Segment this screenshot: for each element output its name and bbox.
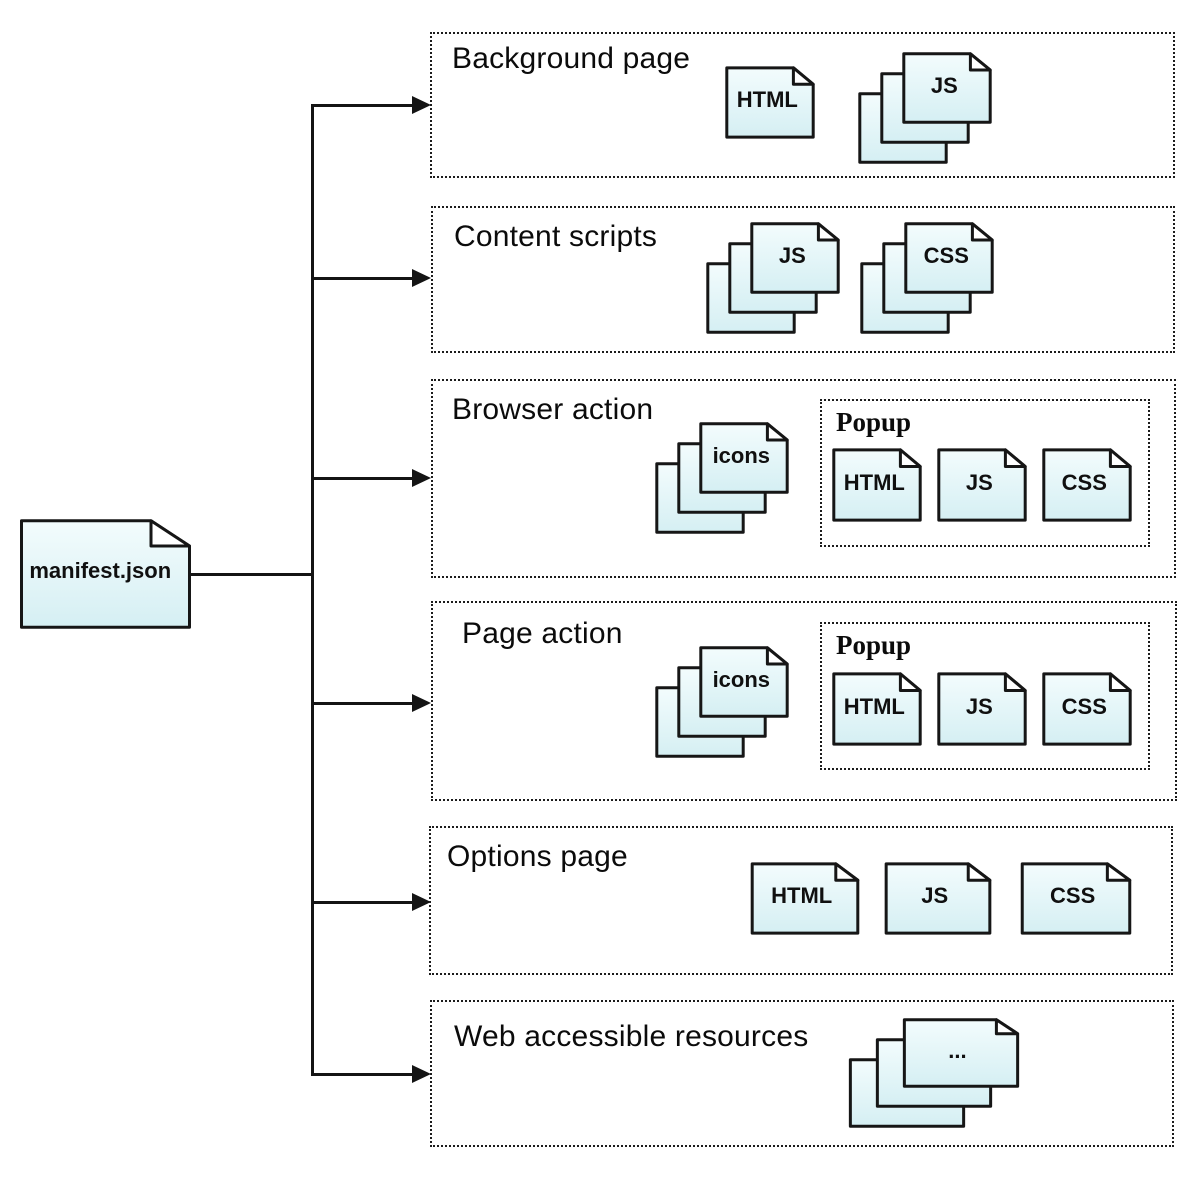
file-stack-misc: ... (848, 1018, 1020, 1128)
file-icon-html: HTML (725, 66, 815, 139)
file-stack-icons: icons (655, 422, 789, 534)
file-icon-js: JS (884, 862, 992, 935)
stack-front-sheet: ... (902, 1018, 1020, 1088)
section-web-accessible-resources: Web accessible resources (430, 1000, 1174, 1147)
connector-branch-browser-action (311, 477, 413, 480)
file-stack-icons: icons (655, 646, 789, 758)
connector-branch-page-action (311, 702, 413, 705)
file-label: icons (712, 442, 771, 468)
popup-box-browser-action: Popup (820, 399, 1150, 547)
connector-branch-options (311, 901, 413, 904)
file-icon-css: CSS (1042, 672, 1132, 746)
arrowhead-icon (412, 1065, 431, 1083)
file-label: ... (948, 1037, 967, 1063)
connector-branch-content (311, 277, 413, 280)
file-label: icons (712, 666, 771, 692)
file-icon-html: HTML (832, 448, 922, 522)
arrowhead-icon (412, 96, 431, 114)
file-label: HTML (843, 693, 905, 719)
section-title: Content scripts (454, 220, 658, 253)
manifest-json-label: manifest.json (29, 557, 172, 583)
manifest-json-node: manifest.json (18, 518, 193, 630)
arrowhead-icon (412, 469, 431, 487)
connector-manifest (190, 573, 313, 576)
popup-title: Popup (836, 630, 912, 660)
file-icon-html: HTML (832, 672, 922, 746)
file-label: HTML (843, 469, 905, 495)
connector-trunk (311, 104, 314, 1076)
arrowhead-icon (412, 893, 431, 911)
stack-front-sheet: JS (750, 222, 840, 294)
stack-front-sheet: JS (902, 52, 992, 124)
file-label: CSS (1061, 469, 1107, 495)
arrowhead-icon (412, 269, 431, 287)
stack-front-sheet: icons (699, 422, 789, 494)
file-stack-js: JS (706, 222, 840, 334)
section-title: Web accessible resources (454, 1020, 809, 1053)
file-label: HTML (736, 87, 798, 113)
file-icon-js: JS (937, 672, 1027, 746)
file-icon-js: JS (937, 448, 1027, 522)
file-icon-css: CSS (1042, 448, 1132, 522)
file-label: HTML (771, 883, 833, 909)
file-icon-html: HTML (750, 862, 860, 935)
section-title: Browser action (452, 393, 654, 426)
file-label: JS (778, 242, 806, 268)
file-label: JS (930, 72, 958, 98)
arrowhead-icon (412, 694, 431, 712)
section-background-page: Background page (430, 32, 1175, 178)
document-icon (18, 518, 193, 630)
stack-front-sheet: icons (699, 646, 789, 718)
connector-branch-background (311, 104, 413, 107)
file-label: CSS (1050, 883, 1096, 909)
file-label: JS (965, 469, 993, 495)
stack-front-sheet: CSS (904, 222, 994, 294)
popup-box-page-action: Popup (820, 622, 1150, 770)
file-label: CSS (923, 242, 969, 268)
file-label: JS (965, 693, 993, 719)
file-stack-js: JS (858, 52, 992, 164)
section-title: Options page (447, 840, 628, 873)
section-title: Background page (452, 42, 691, 75)
file-label: CSS (1061, 693, 1107, 719)
section-title: Page action (462, 617, 623, 650)
connector-branch-web-resources (311, 1073, 413, 1076)
file-stack-css: CSS (860, 222, 994, 334)
file-label: JS (921, 883, 949, 909)
popup-title: Popup (836, 407, 912, 437)
file-icon-css: CSS (1020, 862, 1132, 935)
